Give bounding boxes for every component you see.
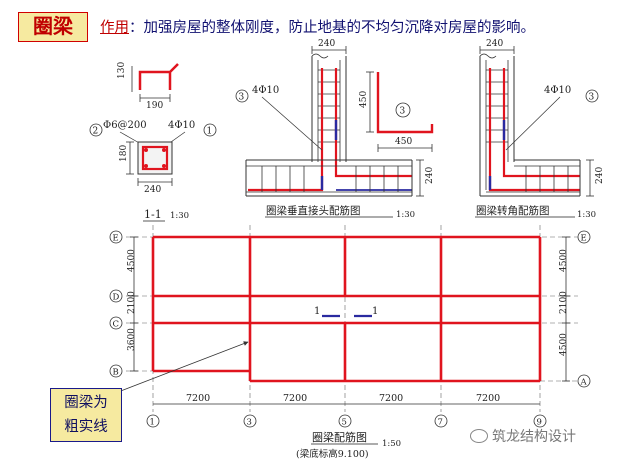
axis-num-4: 9 bbox=[537, 418, 542, 428]
grid-left-0: E bbox=[113, 234, 119, 244]
corner-bars-label: 4Φ10 bbox=[544, 85, 571, 96]
callout-line-1: 圈梁为 bbox=[64, 395, 108, 411]
joint-rebar-right bbox=[334, 68, 412, 178]
axis-num-1: 3 bbox=[247, 418, 252, 428]
joint-title: 圈梁垂直接头配筋图 bbox=[266, 204, 361, 217]
marker-2-circle bbox=[89, 123, 103, 137]
plan-title: 圈梁配筋图 bbox=[312, 430, 367, 444]
section-1-1: 130 190 2 Φ6@200 4Φ10 1 bbox=[89, 62, 217, 222]
right-grid: E A 4500 2100 4500 bbox=[559, 230, 591, 388]
grid-right-0: E bbox=[581, 234, 587, 244]
corner-marker-3: 3 bbox=[589, 93, 595, 103]
axis-num-2: 5 bbox=[342, 418, 347, 428]
corner-scale: 1:30 bbox=[577, 210, 596, 220]
corner-dim-top: 240 bbox=[486, 39, 503, 49]
corner-dim-side: 240 bbox=[595, 167, 605, 184]
callout-box: 圈梁为 粗实线 bbox=[50, 388, 122, 442]
marker-1-circle bbox=[203, 123, 217, 137]
bottom-dim-0: 7200 bbox=[186, 393, 210, 404]
callout-leader bbox=[117, 341, 249, 393]
watermark: 筑龙结构设计 bbox=[470, 426, 576, 446]
callout-line-2: 粗实线 bbox=[64, 419, 108, 435]
marker-1-text: 1 bbox=[207, 127, 213, 137]
main-bars-label: 4Φ10 bbox=[168, 120, 195, 131]
bottom-dim-1: 7200 bbox=[283, 393, 307, 404]
axis-num-0: 1 bbox=[150, 418, 155, 428]
joint-dim-side: 240 bbox=[425, 167, 435, 184]
ring-beam-plan: 1 1 E D C B 4500 2100 bbox=[109, 225, 591, 460]
plan-section-mark-right: 1 bbox=[372, 306, 378, 317]
section-scale: 1:30 bbox=[170, 211, 189, 221]
plan-section-mark-left: 1 bbox=[314, 306, 320, 317]
joint-dim-450-v: 450 bbox=[359, 91, 369, 108]
purpose-line: 作用：加强房屋的整体刚度，防止地基的不均匀沉降对房屋的影响。 bbox=[100, 16, 535, 37]
joint-dim-top: 240 bbox=[318, 39, 335, 49]
plan-axis-lines bbox=[126, 225, 578, 412]
purpose-text: ：加强房屋的整体刚度，防止地基的不均匀沉降对房屋的影响。 bbox=[129, 20, 535, 36]
axis-num-3: 7 bbox=[438, 418, 443, 428]
right-dim-0: 4500 bbox=[559, 249, 569, 272]
bottom-dim-3: 7200 bbox=[476, 393, 500, 404]
purpose-label: 作用 bbox=[100, 20, 129, 36]
grid-left-1: D bbox=[113, 293, 120, 303]
watermark-text: 筑龙结构设计 bbox=[492, 429, 576, 445]
dim-180-text: 180 bbox=[119, 145, 129, 162]
left-dimensions: 4500 2100 3600 bbox=[127, 236, 138, 372]
axis-bubbles: 1 3 5 7 9 bbox=[146, 414, 547, 428]
plan-beams bbox=[151, 235, 542, 383]
joint-marker-3b: 3 bbox=[400, 107, 406, 117]
joint-marker-3a: 3 bbox=[239, 93, 245, 103]
vertical-joint-detail: 240 bbox=[235, 39, 435, 220]
left-dim-0: 4500 bbox=[127, 249, 137, 272]
corner-rebar-inner bbox=[502, 68, 580, 178]
plan-subtitle: (梁底标高9.100) bbox=[296, 448, 369, 460]
corner-title: 圈梁转角配筋图 bbox=[476, 204, 550, 217]
section-title: 1-1 bbox=[144, 208, 162, 221]
marker-2-text: 2 bbox=[93, 127, 99, 137]
grid-left-3: B bbox=[113, 368, 119, 378]
dim-130-text: 130 bbox=[117, 62, 127, 79]
right-dim-2: 4500 bbox=[559, 333, 569, 356]
left-dim-2: 3600 bbox=[127, 328, 137, 351]
wechat-icon bbox=[470, 429, 488, 443]
left-grid-bubbles: E D C B bbox=[109, 230, 123, 378]
beam-ladder-joint bbox=[261, 166, 399, 192]
joint-dim-450-h: 450 bbox=[395, 137, 412, 147]
dim-240-text: 240 bbox=[144, 185, 161, 195]
plan-scale: 1:50 bbox=[382, 439, 401, 449]
stirrup-label: Φ6@200 bbox=[103, 120, 147, 131]
right-dim-1: 2100 bbox=[559, 291, 569, 314]
joint-bars-label: 4Φ10 bbox=[252, 85, 279, 96]
bottom-dimensions: 7200 7200 7200 7200 bbox=[153, 393, 540, 405]
grid-left-2: C bbox=[113, 320, 120, 330]
stirrup-rebar bbox=[141, 145, 169, 171]
title-badge: 圈梁 bbox=[18, 12, 88, 42]
corner-detail: 240 bbox=[475, 39, 605, 220]
grid-right-1: A bbox=[580, 378, 588, 388]
bottom-dim-2: 7200 bbox=[379, 393, 403, 404]
joint-scale: 1:30 bbox=[396, 210, 415, 220]
hook-rebar bbox=[138, 63, 179, 90]
corner-beam-ladder bbox=[525, 166, 569, 192]
left-dim-1: 2100 bbox=[127, 291, 137, 314]
hook-bar-3 bbox=[376, 72, 434, 134]
dim-190-text: 190 bbox=[146, 101, 163, 111]
